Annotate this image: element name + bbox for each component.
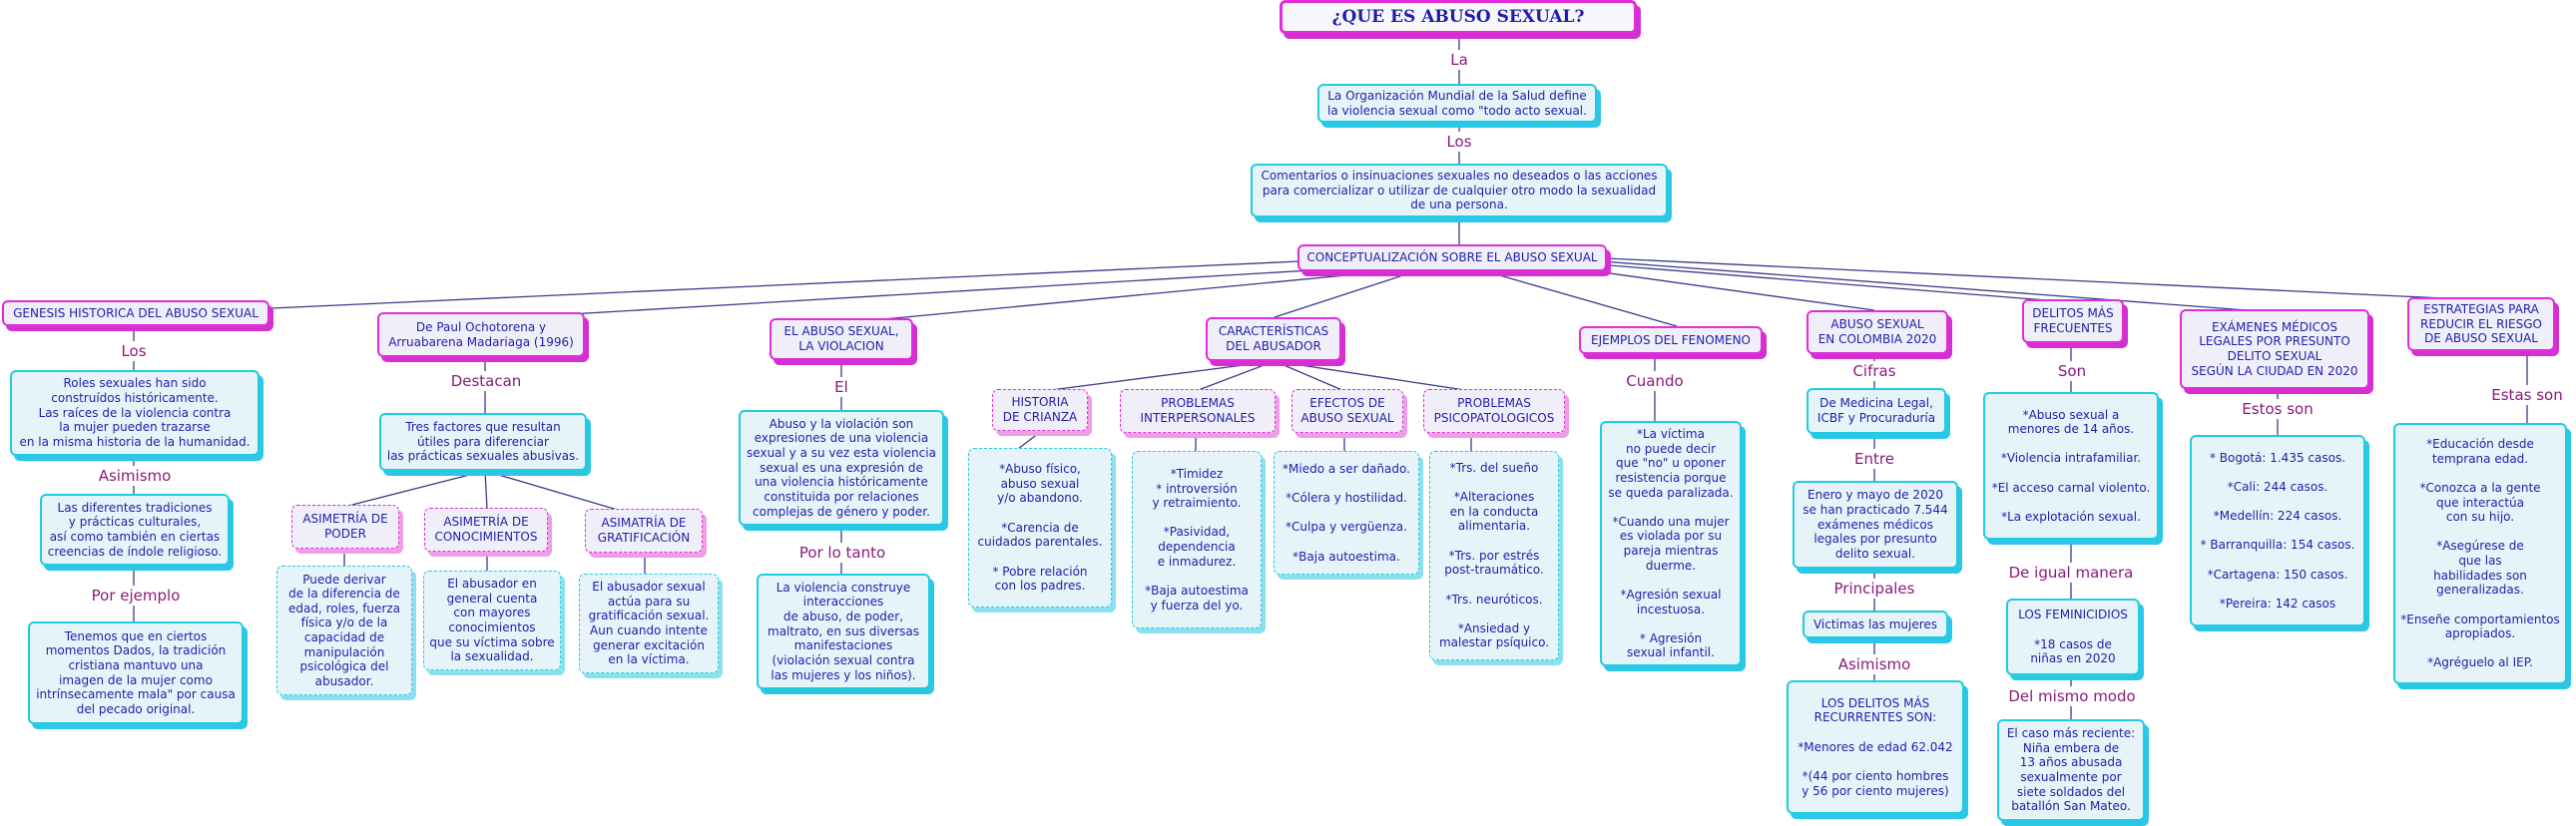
map-title: ¿QUE ES ABUSO SEXUAL? [1280, 0, 1637, 34]
violation-title-node: EL ABUSO SEXUAL, LA VIOLACION [770, 318, 913, 360]
link-label-del-mismo-modo: Del mismo modo [2008, 686, 2136, 706]
exams-cities-node: * Bogotá: 1.435 casos. *Cali: 244 casos.… [2190, 435, 2365, 626]
link-label-entre: Entre [1847, 449, 1901, 469]
link-label-cuando: Cuando [1623, 371, 1687, 391]
link-label-de-igual-manera: De igual manera [2008, 563, 2134, 583]
link-label-el: El [826, 377, 856, 397]
power-asymmetry-title: ASIMETRÍA DE PODER [291, 505, 399, 549]
genesis-example-node: Tenemos que en ciertos momentos Dados, l… [28, 621, 244, 724]
violation-result-node: La violencia construye interacciones de … [757, 574, 930, 689]
abuse-effects-text: *Miedo a ser dañado. *Cólera y hostilida… [1274, 451, 1419, 575]
psychopathological-problems-text: *Trs. del sueño *Alteraciones en la cond… [1429, 451, 1559, 660]
abuse-effects-title: EFECTOS DE ABUSO SEXUAL [1291, 389, 1403, 433]
colombia-source-node: De Medicina Legal, ICBF y Procuraduría [1806, 388, 1946, 434]
psychopathological-problems-title: PROBLEMAS PSICOPATOLOGICOS [1423, 389, 1565, 433]
authors-factors-node: Tres factores que resultan útiles para d… [379, 413, 587, 471]
knowledge-asymmetry-title: ASIMETRÍA DE CONOCIMIENTOS [424, 508, 548, 552]
link-label-destacan: Destacan [449, 371, 523, 391]
strategies-title-node: ESTRATEGIAS PARA REDUCIR EL RIESGO DE AB… [2407, 297, 2555, 351]
power-asymmetry-text: Puede derivar de la diferencia de edad, … [276, 566, 412, 695]
authors-title-node: De Paul Ochotorena y Arruabarena Madaria… [377, 312, 585, 357]
genesis-title-node: GENESIS HISTORICA DEL ABUSO SEXUAL [2, 300, 269, 326]
link-label-estas-son: Estas son [2485, 385, 2569, 405]
link-label-estos-son: Estos son [2238, 399, 2318, 419]
frequent-crimes-title-node: DELITOS MÁS FRECUENTES [2022, 299, 2124, 343]
upbringing-history-text: *Abuso físico, abuso sexual y/o abandono… [968, 448, 1112, 608]
genesis-roles-node: Roles sexuales han sido construídos hist… [10, 370, 259, 456]
exams-title-node: EXÁMENES MÉDICOS LEGALES POR PRESUNTO DE… [2180, 309, 2369, 389]
link-label-los: Los [1439, 132, 1479, 152]
examples-title-node: EJEMPLOS DEL FENOMENO [1579, 326, 1763, 354]
colombia-crimes-node: LOS DELITOS MÁS RECURRENTES SON: *Menore… [1787, 680, 1964, 814]
femicides-node: LOS FEMINICIDIOS *18 casos de niñas en 2… [2006, 599, 2140, 675]
link-label-son: Son [2054, 361, 2090, 381]
link-label-principales: Principales [1833, 579, 1915, 599]
link-label-cifras: Cifras [1845, 361, 1903, 381]
examples-text-node: *La víctima no puede decir que "no" u op… [1600, 421, 1742, 666]
abuser-title-node: CARACTERÍSTICAS DEL ABUSADOR [1206, 317, 1341, 361]
frequent-crimes-text-node: *Abuso sexual a menores de 14 años. *Vio… [1983, 392, 2159, 540]
link-label-la: La [1444, 50, 1474, 70]
colombia-period-node: Enero y mayo de 2020 se han practicado 7… [1793, 481, 1958, 569]
interpersonal-problems-text: *Timidez * introversión y retraimiento. … [1132, 451, 1262, 628]
link-label-por-lo-tanto: Por lo tanto [796, 543, 888, 563]
link-label-colombia-asimismo: Asimismo [1837, 654, 1911, 674]
link-label-genesis-los: Los [114, 341, 154, 361]
genesis-traditions-node: Las diferentes tradiciones y prácticas c… [40, 494, 230, 566]
colombia-title-node: ABUSO SEXUAL EN COLOMBIA 2020 [1806, 310, 1948, 354]
gratification-asymmetry-text: El abusador sexual actúa para su gratifi… [579, 574, 719, 673]
link-label-genesis-por-ejemplo: Por ejemplo [90, 586, 182, 606]
link-label-genesis-asimismo: Asimismo [98, 466, 172, 486]
upbringing-history-title: HISTORIA DE CRIANZA [992, 389, 1088, 431]
interpersonal-problems-title: PROBLEMAS INTERPERSONALES [1120, 389, 1276, 433]
gratification-asymmetry-title: ASIMATRÍA DE GRATIFICACIÓN [585, 509, 703, 553]
hub-node-conceptualization: CONCEPTUALIZACIÓN SOBRE EL ABUSO SEXUAL [1297, 244, 1607, 271]
colombia-victims-node: Victimas las mujeres [1803, 611, 1948, 638]
comments-node: Comentarios o insinuaciones sexuales no … [1251, 164, 1668, 217]
strategies-text-node: *Educación desde temprana edad. *Conozca… [2393, 423, 2567, 684]
who-definition-node: La Organización Mundial de la Salud defi… [1317, 84, 1597, 123]
violation-text-node: Abuso y la violación son expresiones de … [739, 410, 944, 526]
knowledge-asymmetry-text: El abusador en general cuenta con mayore… [423, 571, 561, 670]
recent-case-node: El caso más reciente: Niña embera de 13 … [1997, 719, 2145, 821]
